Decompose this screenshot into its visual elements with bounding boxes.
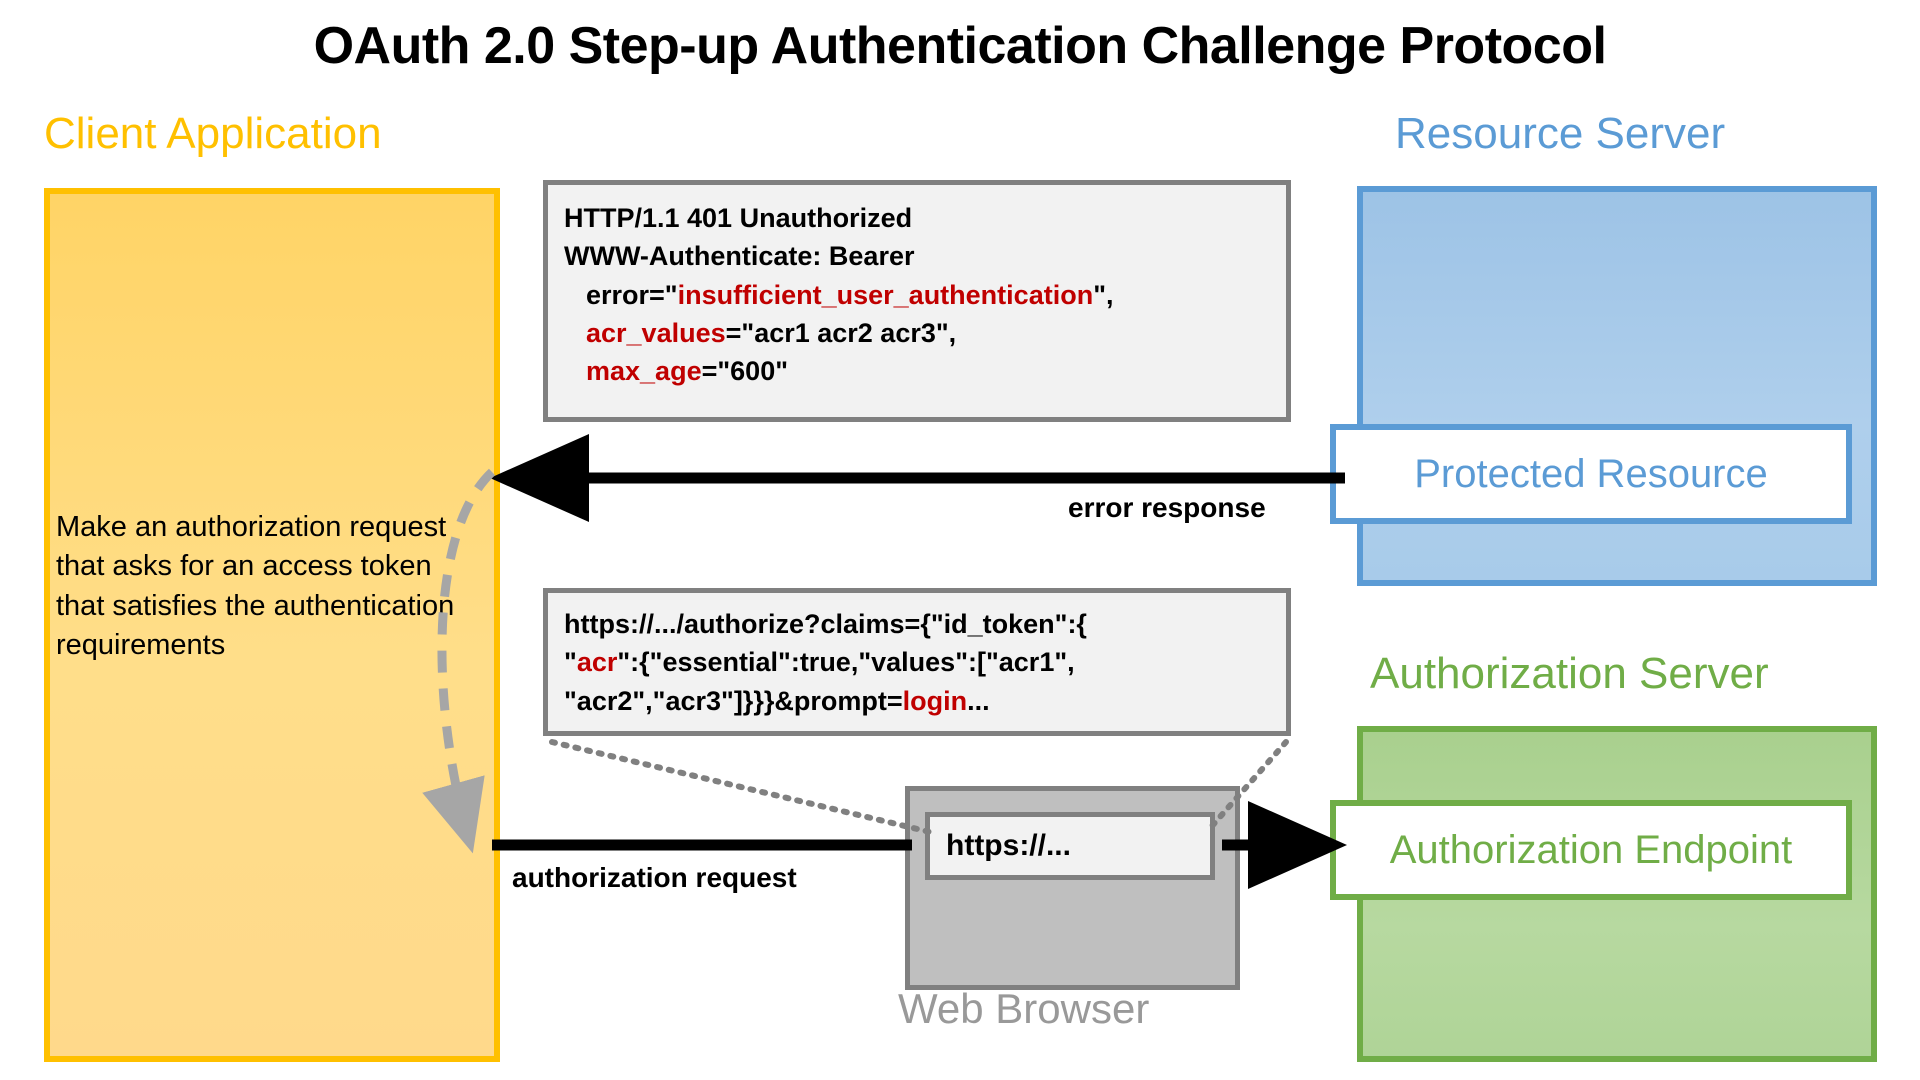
- party-label-client: Client Application: [44, 109, 382, 158]
- http-acr-values-key: acr_values: [586, 317, 726, 348]
- http-line-error: error="insufficient_user_authentication"…: [564, 276, 1270, 314]
- page-title: OAuth 2.0 Step-up Authentication Challen…: [313, 17, 1607, 75]
- endpoint-authorization-endpoint: Authorization Endpoint: [1330, 800, 1852, 900]
- party-box-resource-server: [1357, 186, 1877, 586]
- flow-label-error-response: error response: [1068, 492, 1266, 523]
- url-prompt-value: login: [902, 685, 968, 716]
- party-label-authorization-server: Authorization Server: [1370, 649, 1769, 698]
- http-line-max-age: max_age="600": [564, 352, 1270, 390]
- party-box-client: [44, 188, 500, 1062]
- url-prompt-suffix: ...: [967, 685, 990, 716]
- http-max-age-key: max_age: [586, 356, 702, 387]
- leader-line-url-left: [549, 739, 933, 835]
- url-acr-suffix: ":{"essential":true,"values":["acr1",: [617, 647, 1075, 678]
- http-max-age-val: ="600": [701, 356, 789, 387]
- url-acr-key: acr: [576, 647, 618, 678]
- http-line-acr-values: acr_values="acr1 acr2 acr3",: [564, 314, 1270, 352]
- client-description-text: Make an authorization request that asks …: [56, 511, 455, 662]
- http-error-value: insufficient_user_authentication: [677, 279, 1094, 310]
- flow-label-authorization-request: authorization request: [512, 862, 797, 893]
- http-error-prefix: error=": [586, 279, 678, 310]
- url-line-1: https://.../authorize?claims={"id_token"…: [564, 609, 1087, 639]
- http-acr-values-val: ="acr1 acr2 acr3",: [725, 317, 957, 348]
- url-line-3: "acr2","acr3"]}}}&prompt=login...: [564, 682, 1270, 720]
- message-box-authorize-url: https://.../authorize?claims={"id_token"…: [543, 588, 1291, 736]
- http-error-suffix: ",: [1093, 279, 1114, 310]
- http-line-status: HTTP/1.1 401 Unauthorized: [564, 203, 913, 233]
- message-box-http-401: HTTP/1.1 401 Unauthorized WWW-Authentica…: [543, 180, 1291, 422]
- endpoint-protected-resource: Protected Resource: [1330, 424, 1852, 524]
- party-label-resource-server: Resource Server: [1395, 109, 1726, 158]
- http-line-www-authenticate: WWW-Authenticate: Bearer: [564, 241, 915, 272]
- party-label-web-browser: Web Browser: [898, 985, 1150, 1032]
- browser-url-input[interactable]: https://...: [925, 812, 1215, 880]
- url-line-2: "acr":{"essential":true,"values":["acr1"…: [564, 643, 1270, 681]
- url-acr-prefix: ": [564, 647, 577, 678]
- url-prompt-prefix: "acr2","acr3"]}}}&prompt=: [564, 685, 903, 716]
